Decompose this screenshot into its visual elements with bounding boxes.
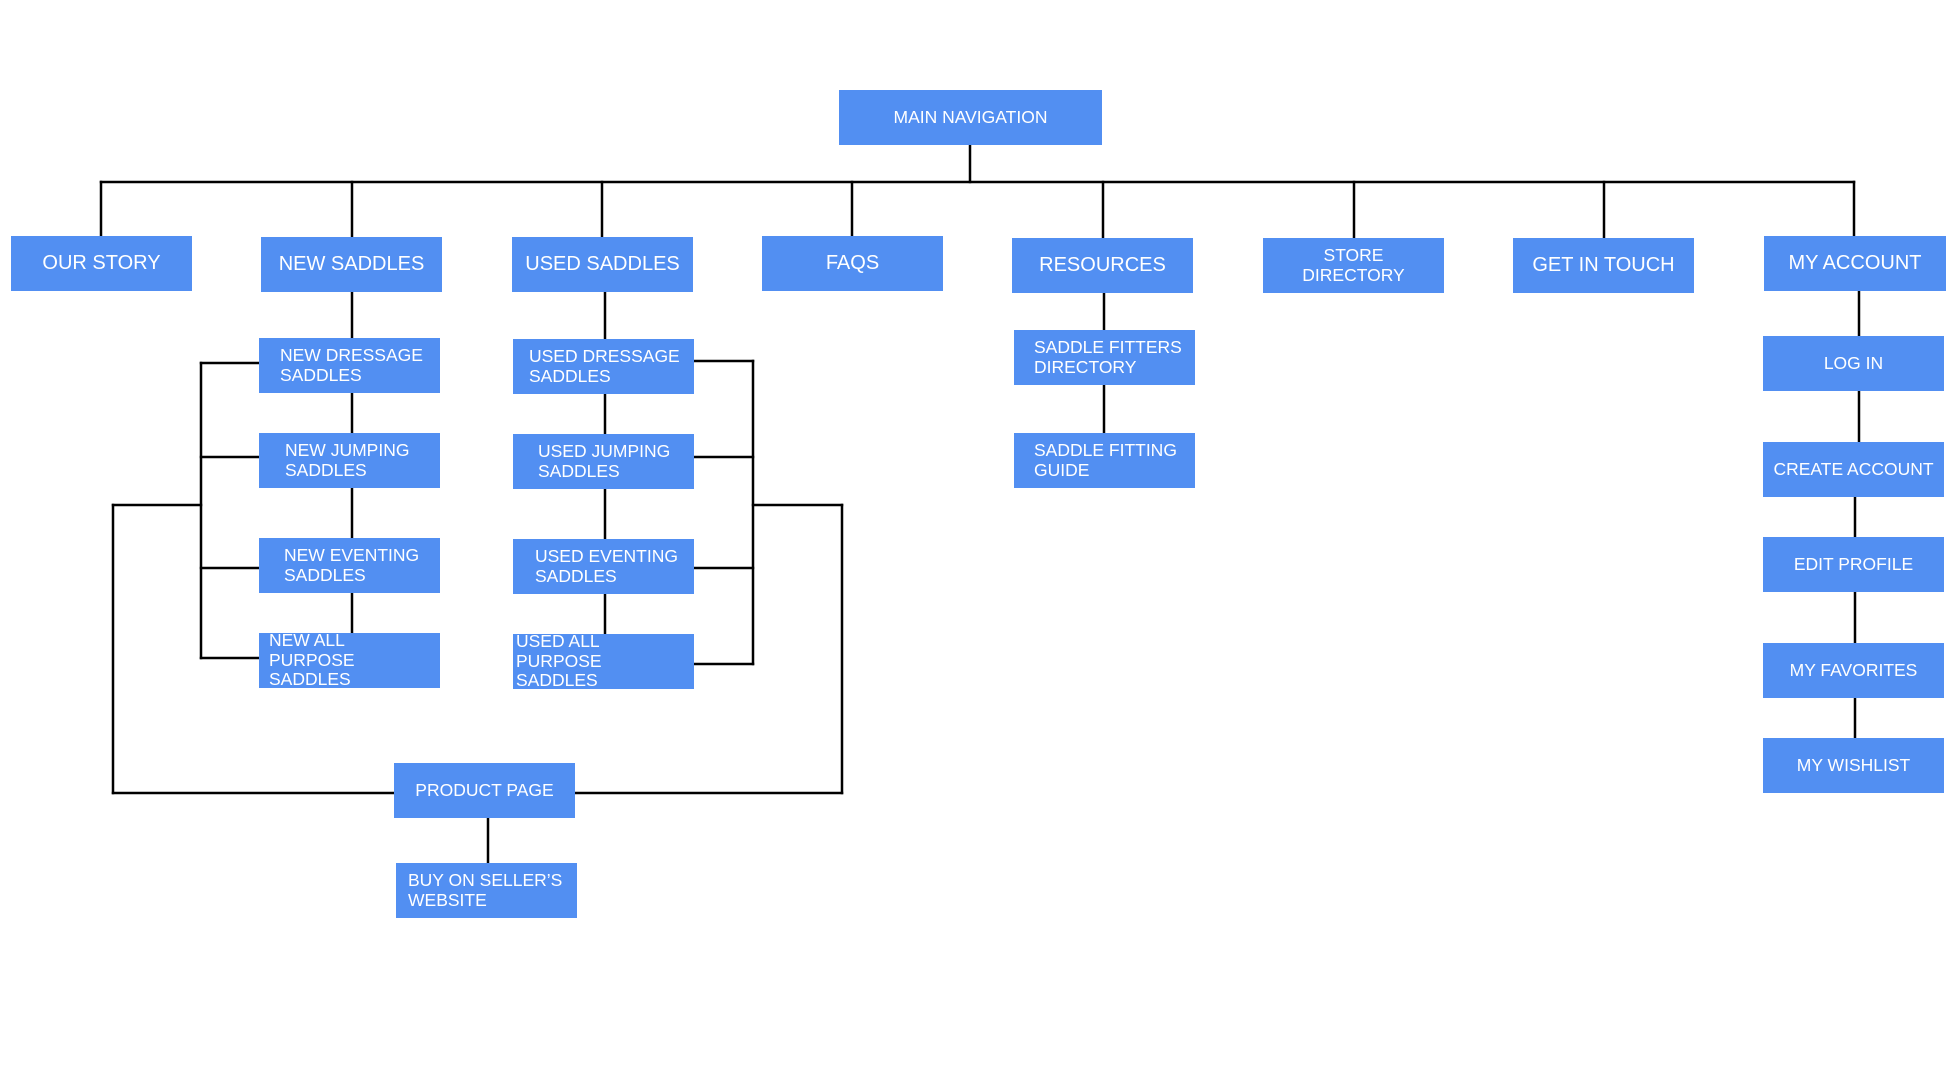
node-used-dressage-saddles: USED DRESSAGE SADDLES	[513, 339, 694, 394]
node-used-all-purpose-saddles: USED ALL PURPOSE SADDLES	[513, 631, 694, 690]
node-buy-on-sellers-website: BUY ON SELLER’S WEBSITE	[396, 863, 577, 918]
node-our-story: OUR STORY	[11, 236, 192, 291]
node-my-wishlist: MY WISHLIST	[1763, 738, 1944, 793]
node-saddle-fitters-directory: SADDLE FITTERS DIRECTORY	[1014, 330, 1195, 385]
node-new-saddles: NEW SADDLES	[261, 237, 442, 292]
node-used-eventing-saddles: USED EVENTING SADDLES	[513, 539, 694, 594]
node-product-page: PRODUCT PAGE	[394, 763, 575, 818]
node-resources: RESOURCES	[1012, 238, 1193, 293]
node-used-jumping-saddles: USED JUMPING SADDLES	[513, 434, 694, 489]
node-edit-profile: EDIT PROFILE	[1763, 537, 1944, 592]
node-log-in: LOG IN	[1763, 336, 1944, 391]
node-new-eventing-saddles: NEW EVENTING SADDLES	[259, 538, 440, 593]
node-my-account: MY ACCOUNT	[1764, 236, 1946, 291]
node-new-all-purpose-saddles: NEW ALL PURPOSE SADDLES	[259, 630, 440, 689]
node-new-dressage-saddles: NEW DRESSAGE SADDLES	[259, 338, 440, 393]
node-faqs: FAQS	[762, 236, 943, 291]
node-get-in-touch: GET IN TOUCH	[1513, 238, 1694, 293]
node-main-navigation: MAIN NAVIGATION	[839, 90, 1102, 145]
node-saddle-fitting-guide: SADDLE FITTING GUIDE	[1014, 433, 1195, 488]
node-used-saddles: USED SADDLES	[512, 237, 693, 292]
node-create-account: CREATE ACCOUNT	[1763, 442, 1944, 497]
node-new-jumping-saddles: NEW JUMPING SADDLES	[259, 433, 440, 488]
node-my-favorites: MY FAVORITES	[1763, 643, 1944, 698]
node-store-directory: STORE DIRECTORY	[1263, 238, 1444, 293]
